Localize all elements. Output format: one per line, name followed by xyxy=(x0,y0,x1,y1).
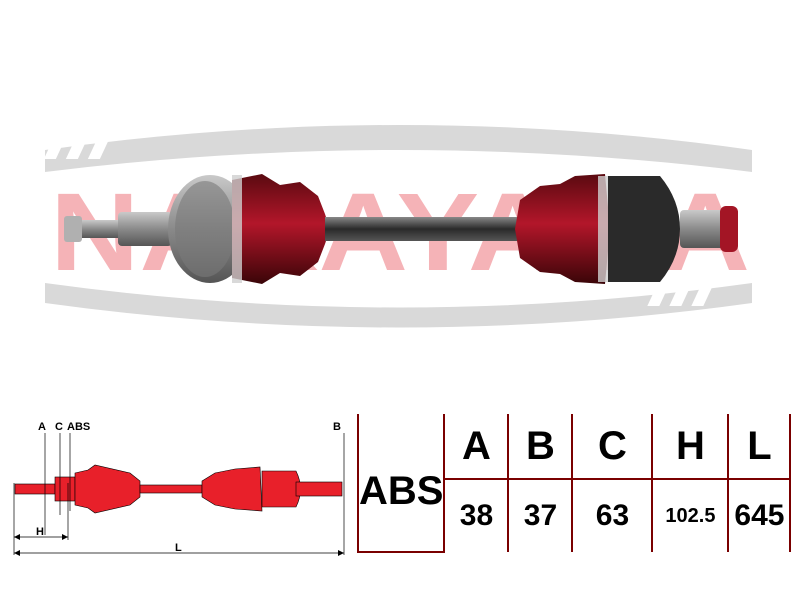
header-c: C xyxy=(571,414,653,480)
header-b: B xyxy=(507,414,573,480)
drive-shaft-image xyxy=(64,174,738,284)
logo-swoosh xyxy=(43,125,752,328)
value-b: 37 xyxy=(507,479,573,552)
header-h: H xyxy=(651,414,729,480)
header-l: L xyxy=(727,414,792,480)
label-abs: ABS xyxy=(67,421,90,433)
value-c: 63 xyxy=(571,479,653,552)
product-photo: NAKAYAMA xyxy=(43,125,752,328)
label-c: C xyxy=(55,421,63,433)
label-h: H xyxy=(36,526,44,538)
value-a: 38 xyxy=(443,479,509,552)
value-l: 645 xyxy=(727,479,792,552)
header-a: A xyxy=(443,414,509,480)
spec-table: ABS A B C H L 38 37 63 102.5 645 xyxy=(356,414,792,553)
header-abs: ABS xyxy=(356,414,445,553)
dimension-schematic: A C ABS B H L xyxy=(13,421,345,556)
spec-values-row: 38 37 63 102.5 645 xyxy=(358,479,792,552)
label-b: B xyxy=(333,421,341,433)
label-a: A xyxy=(38,421,46,433)
schematic-shaft xyxy=(14,464,343,514)
value-h: 102.5 xyxy=(651,479,729,552)
spec-header-row: ABS A B C H L xyxy=(356,414,792,553)
label-l: L xyxy=(175,542,182,554)
